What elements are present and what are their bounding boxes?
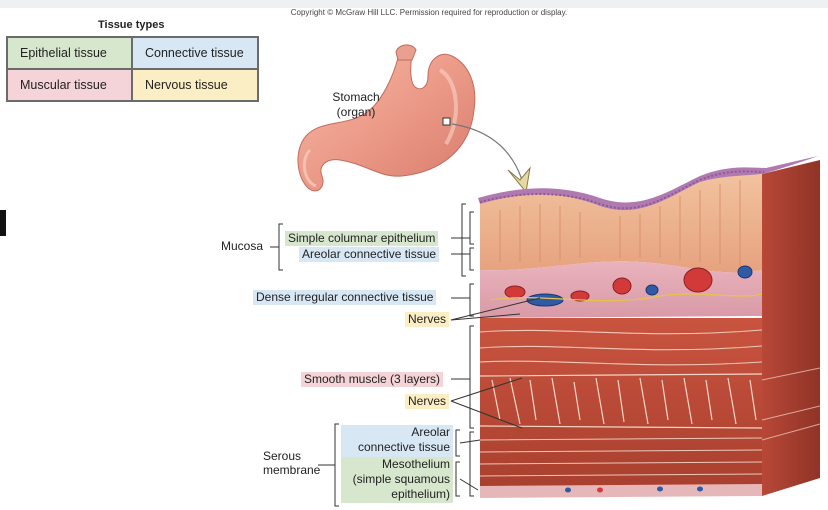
- tissue-legend: Epithelial tissue Connective tissue Musc…: [6, 36, 259, 102]
- dense-irregular-connective-tissue-label: Dense irregular connective tissue: [253, 290, 437, 305]
- legend-connective: Connective tissue: [132, 37, 258, 69]
- serous-areolar-line1: Areolar: [411, 425, 450, 439]
- tissue-block: [478, 156, 821, 498]
- smooth-muscle-label: Smooth muscle (3 layers): [301, 372, 444, 387]
- legend-title: Tissue types: [98, 19, 165, 31]
- mesothelium-label: Mesothelium (simple squamous epithelium): [341, 457, 453, 503]
- legend-muscular: Muscular tissue: [7, 69, 132, 101]
- areolar-connective-tissue-label: Areolar connective tissue: [299, 247, 440, 262]
- simple-columnar-epithelium-label: Simple columnar epithelium: [285, 231, 439, 246]
- serous-areolar-label: Areolar connective tissue: [341, 425, 453, 457]
- legend-epithelial: Epithelial tissue: [7, 37, 132, 69]
- stomach-label-line2: (organ): [336, 105, 376, 119]
- mucosa-label: Mucosa: [221, 239, 264, 253]
- mesothelium-line2: (simple squamous: [352, 472, 450, 486]
- nerves-label-muscle: Nerves: [405, 394, 450, 409]
- stomach-label-line1: Stomach: [332, 90, 380, 104]
- serous-membrane-label-line2: membrane: [263, 463, 321, 477]
- edge-mark: [0, 210, 6, 236]
- copyright-notice: Copyright © McGraw Hill LLC. Permission …: [290, 8, 568, 17]
- leader-lines: [270, 203, 541, 507]
- nerves-label-submucosa: Nerves: [405, 312, 450, 327]
- mesothelium-line1: Mesothelium: [381, 457, 450, 471]
- serous-areolar-line2: connective tissue: [357, 440, 450, 454]
- serous-membrane-label-line1: Serous: [263, 449, 302, 463]
- mesothelium-line3: epithelium): [391, 487, 450, 501]
- stomach-organ: [297, 44, 531, 194]
- top-band: [0, 0, 828, 8]
- legend-nervous: Nervous tissue: [132, 69, 258, 101]
